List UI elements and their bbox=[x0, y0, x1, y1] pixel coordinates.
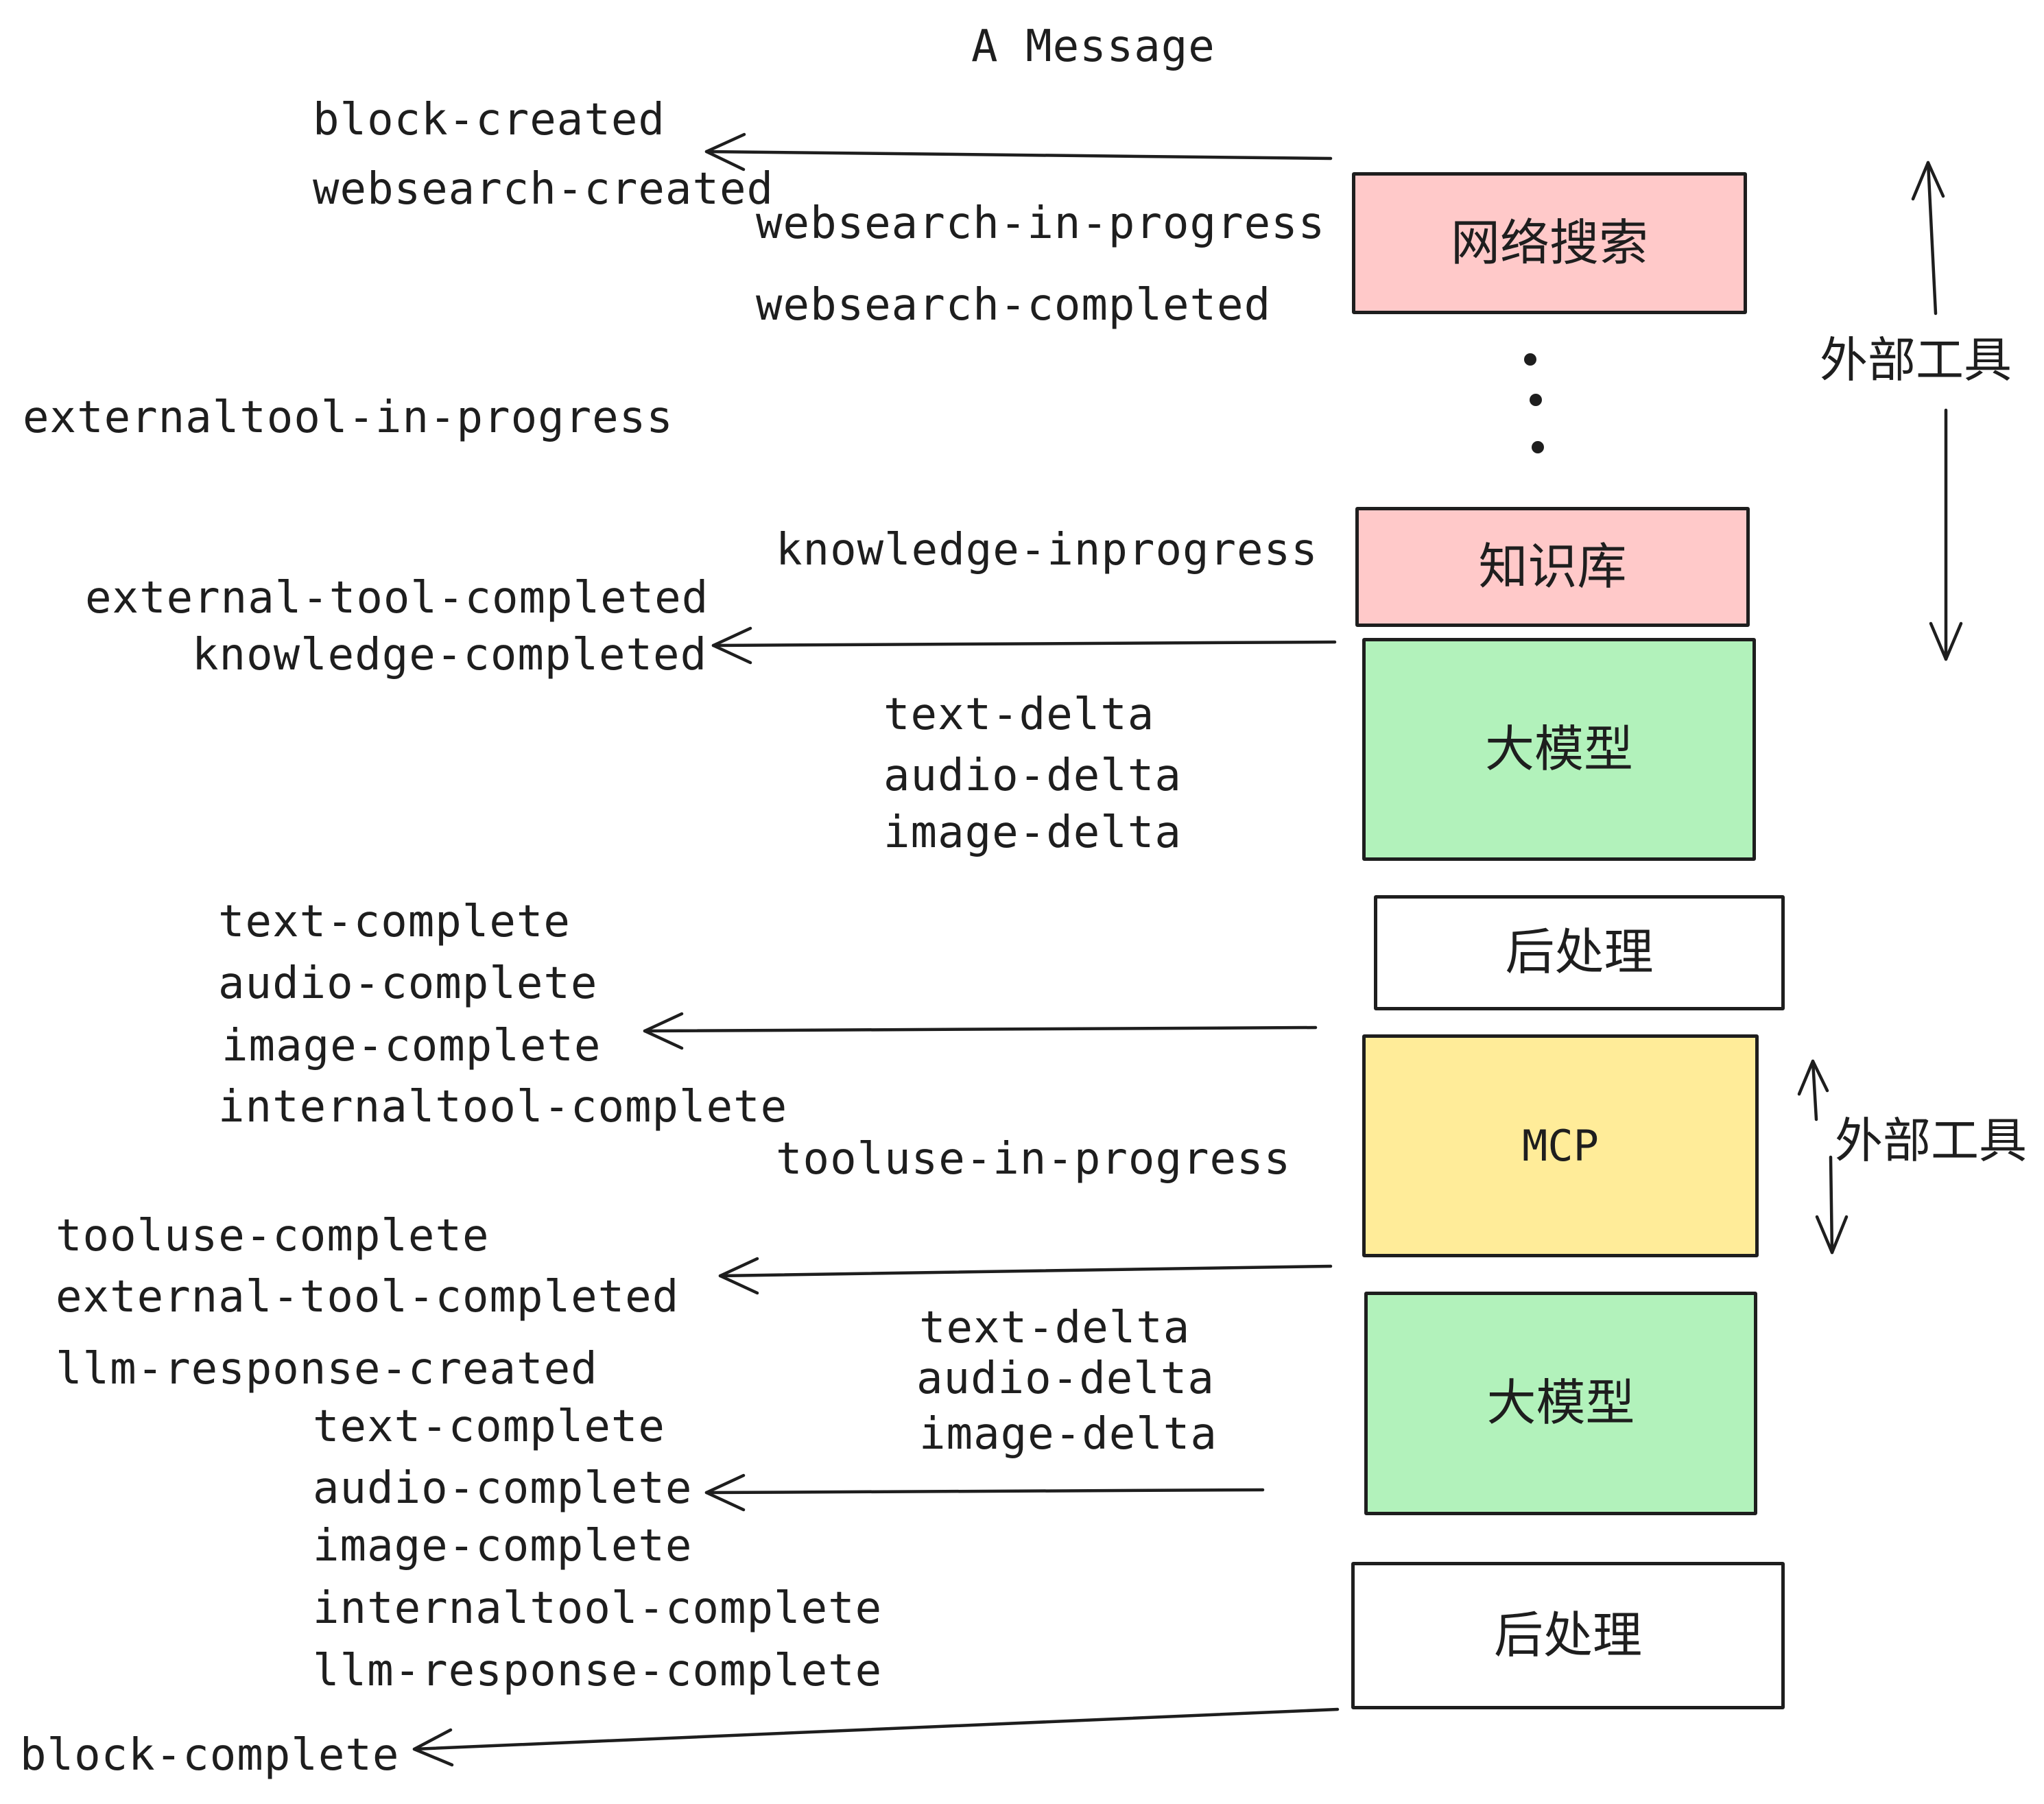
arrow-to-websearch-created bbox=[704, 150, 1333, 161]
event-knowledge-completed: knowledge-completed bbox=[192, 630, 708, 680]
event-externaltool-in-progress: externaltool-in-progress bbox=[23, 392, 674, 443]
arrow-to-block-complete-head bbox=[412, 1728, 454, 1767]
mcp-external-tools-arrow-down-head bbox=[1815, 1215, 1849, 1255]
mcp-external-tools-arrow-down bbox=[1829, 1155, 1834, 1255]
event-external-tool-completed-1: external-tool-completed bbox=[85, 573, 709, 624]
event-audio-complete-2: audio-complete bbox=[313, 1463, 693, 1514]
external-tools-arrow-up-head bbox=[1911, 161, 1945, 201]
event-text-delta-2: text-delta bbox=[919, 1303, 1191, 1353]
event-knowledge-inprogress: knowledge-inprogress bbox=[776, 525, 1318, 575]
arrow-to-image-complete-head bbox=[643, 1012, 684, 1050]
arrow-to-audio-complete bbox=[704, 1488, 1265, 1495]
event-block-complete: block-complete bbox=[20, 1730, 400, 1781]
event-audio-complete-1: audio-complete bbox=[218, 958, 598, 1009]
box-postprocess-1-label: 后处理 bbox=[1505, 925, 1654, 980]
arrow-to-external-tool-completed bbox=[718, 1264, 1333, 1278]
arrow-to-external-tool-completed-head bbox=[718, 1257, 759, 1295]
box-postprocess-1: 后处理 bbox=[1374, 895, 1785, 1010]
event-internaltool-complete-1: internaltool-complete bbox=[218, 1082, 788, 1132]
box-postprocess-2: 后处理 bbox=[1351, 1562, 1785, 1709]
event-audio-delta-2: audio-delta bbox=[916, 1353, 1215, 1404]
mcp-external-tools-arrow-up-head bbox=[1797, 1059, 1829, 1096]
box-websearch-label: 网络搜索 bbox=[1450, 215, 1648, 271]
box-llm-1: 大模型 bbox=[1362, 638, 1756, 861]
event-websearch-in-progress: websearch-in-progress bbox=[756, 198, 1326, 249]
event-websearch-completed: websearch-completed bbox=[756, 280, 1272, 331]
external-tools-arrow-down-head bbox=[1929, 621, 1963, 661]
event-tooluse-complete: tooluse-complete bbox=[56, 1211, 490, 1261]
event-image-complete-2: image-complete bbox=[313, 1521, 693, 1571]
event-internaltool-complete-2: internaltool-complete bbox=[313, 1583, 883, 1634]
box-llm-1-label: 大模型 bbox=[1484, 722, 1633, 777]
arrow-to-knowledge-completed bbox=[711, 640, 1337, 648]
arrow-to-block-complete bbox=[412, 1707, 1340, 1751]
arrow-to-audio-complete-head bbox=[704, 1473, 746, 1512]
event-text-complete-1: text-complete bbox=[218, 897, 571, 947]
external-tools-range-label-1: 外部工具 bbox=[1820, 333, 2012, 387]
arrow-to-websearch-created-head bbox=[704, 132, 746, 171]
event-audio-delta-1: audio-delta bbox=[883, 750, 1182, 801]
mcp-external-tools-arrow-up bbox=[1811, 1059, 1818, 1121]
arrow-to-image-complete bbox=[643, 1025, 1318, 1033]
event-text-complete-2: text-complete bbox=[313, 1401, 665, 1452]
box-mcp: MCP bbox=[1362, 1034, 1759, 1257]
box-llm-2: 大模型 bbox=[1364, 1292, 1757, 1515]
event-block-created: block-created bbox=[313, 95, 665, 145]
external-tools-arrow-up bbox=[1926, 161, 1938, 316]
ellipsis-dots bbox=[1524, 353, 1544, 453]
event-external-tool-completed-2: external-tool-completed bbox=[56, 1272, 680, 1322]
box-knowledge-base-label: 知识库 bbox=[1478, 539, 1627, 595]
box-websearch: 网络搜索 bbox=[1352, 172, 1747, 314]
event-llm-response-complete: llm-response-complete bbox=[313, 1646, 883, 1696]
arrow-to-knowledge-completed-head bbox=[711, 626, 752, 665]
diagram-title: A Message bbox=[971, 21, 1215, 72]
event-image-complete-1: image-complete bbox=[222, 1021, 602, 1071]
box-postprocess-2-label: 后处理 bbox=[1493, 1608, 1642, 1663]
event-llm-response-created: llm-response-created bbox=[56, 1344, 598, 1394]
event-websearch-created: websearch-created bbox=[313, 164, 774, 215]
event-tooluse-in-progress: tooluse-in-progress bbox=[776, 1134, 1292, 1185]
event-image-delta-1: image-delta bbox=[883, 807, 1182, 858]
event-text-delta-1: text-delta bbox=[883, 689, 1155, 740]
event-image-delta-2: image-delta bbox=[919, 1409, 1217, 1460]
box-mcp-label: MCP bbox=[1522, 1120, 1599, 1171]
external-tools-range-label-2: 外部工具 bbox=[1835, 1114, 2027, 1167]
box-knowledge-base: 知识库 bbox=[1355, 507, 1750, 627]
box-llm-2-label: 大模型 bbox=[1486, 1376, 1635, 1431]
